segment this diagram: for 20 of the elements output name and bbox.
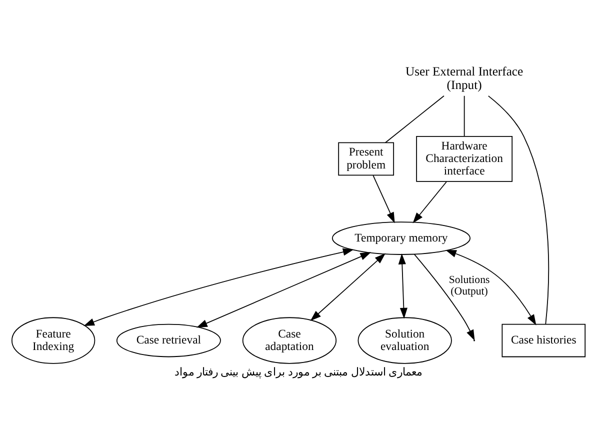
arrow xyxy=(446,250,536,325)
arrow xyxy=(84,248,354,326)
node-ellipse: Solution evaluation xyxy=(358,316,452,364)
connector xyxy=(488,94,550,324)
arrow xyxy=(414,253,475,340)
arrow xyxy=(196,252,372,328)
caption: معماری استدلال مبتنی بر مورد برای پیش بینی رفتار مواد xyxy=(174,366,423,378)
arrow xyxy=(372,174,395,223)
connector xyxy=(384,94,444,143)
connector xyxy=(464,94,465,136)
node-ellipse: Case adaptation xyxy=(242,316,337,364)
arrow xyxy=(398,253,408,318)
arrow xyxy=(310,252,386,320)
arrow xyxy=(412,180,447,223)
node-box: Case histories xyxy=(502,323,586,357)
edge-label: Solutions (Output) xyxy=(448,273,490,298)
node-box: Hardware Characterization interface xyxy=(416,135,513,182)
node-ellipse: Case retrieval xyxy=(116,323,221,357)
node-text: User External Interface (Input) xyxy=(406,64,524,92)
node-box: Present problem xyxy=(338,142,394,176)
